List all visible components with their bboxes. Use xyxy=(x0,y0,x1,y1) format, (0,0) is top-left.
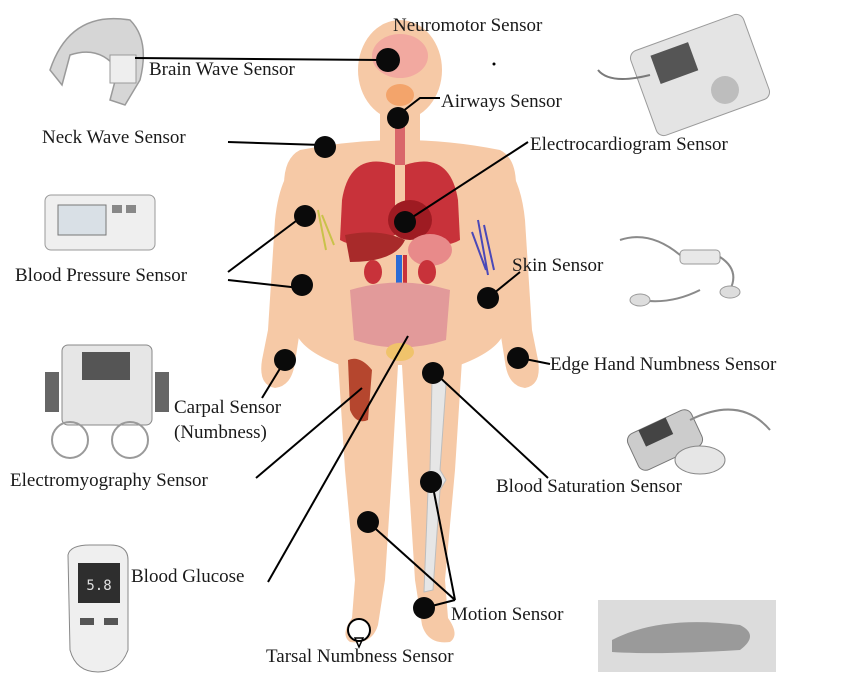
label-airways-sensor: Airways Sensor xyxy=(441,91,562,112)
ecg-monitor-device xyxy=(597,13,771,137)
label-tarsal-numbness-sensor: Tarsal Numbness Sensor xyxy=(266,646,454,667)
leader-ecg xyxy=(404,141,529,223)
motion-band-device xyxy=(598,600,776,672)
stomach xyxy=(408,234,452,266)
left-kidney xyxy=(364,260,382,284)
label-skin-sensor: Skin Sensor xyxy=(512,255,604,276)
leader-emg xyxy=(255,387,363,479)
leader-blood-saturation xyxy=(433,371,549,479)
leader-bp-lower xyxy=(227,279,301,289)
sensor-dot-skin xyxy=(477,287,499,309)
aorta xyxy=(396,255,402,305)
leader-brain-wave xyxy=(134,57,389,61)
sensor-dots xyxy=(274,48,529,649)
label-carpal-sensor-line1: Carpal Sensor xyxy=(174,397,282,418)
sensor-dot-neck xyxy=(314,136,336,158)
label-carpal-sensor-line2: (Numbness) xyxy=(174,422,267,443)
label-blood-glucose: Blood Glucose xyxy=(131,566,245,587)
pulse-oximeter-device xyxy=(626,408,771,475)
sensor-dot-carpal xyxy=(274,349,296,371)
airway xyxy=(386,84,414,106)
skin-sensor-device xyxy=(619,236,741,307)
liver xyxy=(345,232,405,262)
leader-motion-b xyxy=(431,481,456,601)
sensor-dot-bp-upper xyxy=(294,205,316,227)
label-brain-wave-sensor: Brain Wave Sensor xyxy=(149,59,295,80)
label-blood-pressure-sensor: Blood Pressure Sensor xyxy=(15,265,188,286)
sensor-dot-motion-knee xyxy=(420,471,442,493)
vena xyxy=(403,255,407,305)
leader-airways xyxy=(397,97,440,116)
arm-vessels xyxy=(471,219,495,276)
right-arm xyxy=(488,155,539,388)
intestines xyxy=(350,282,450,348)
trachea xyxy=(395,110,405,165)
glucose-meter-device: 5.8 xyxy=(67,544,129,673)
sensor-dot-bp-lower xyxy=(291,274,313,296)
arm-nerves xyxy=(317,209,335,251)
leader-motion-a xyxy=(367,521,456,601)
eeg-headset-device xyxy=(49,17,145,106)
sensor-dot-motion-ankle xyxy=(413,597,435,619)
label-electrocardiogram-sensor: Electrocardiogram Sensor xyxy=(530,134,728,155)
emg-device xyxy=(45,344,169,459)
label-neck-wave-sensor: Neck Wave Sensor xyxy=(42,127,186,148)
label-motion-sensor: Motion Sensor xyxy=(451,604,564,625)
label-neuromotor-sensor: Neuromotor Sensor xyxy=(393,15,543,36)
stray-dot xyxy=(492,62,496,66)
sensor-dot-brain xyxy=(376,48,400,72)
left-leg xyxy=(338,360,398,643)
leader-neck-wave xyxy=(227,141,323,146)
torso xyxy=(284,140,516,365)
sensor-dot-motion-shin xyxy=(357,511,379,533)
sensor-dot-ecg xyxy=(394,211,416,233)
label-blood-saturation-sensor: Blood Saturation Sensor xyxy=(496,476,682,497)
right-kidney xyxy=(418,260,436,284)
leader-glucose xyxy=(267,335,409,583)
label-electromyography-sensor: Electromyography Sensor xyxy=(10,470,208,491)
glucose-reading: 5.8 xyxy=(86,578,111,594)
sensor-dot-edge-hand xyxy=(507,347,529,369)
blood-pressure-monitor-device xyxy=(44,194,156,251)
sensor-dot-airways xyxy=(387,107,409,129)
sensor-ring-tarsal xyxy=(347,618,371,642)
left-lung xyxy=(340,161,395,245)
tarsal-arrow-icon xyxy=(353,637,365,649)
sensor-dot-blood-saturation xyxy=(422,362,444,384)
leader-bp-upper xyxy=(227,217,301,273)
label-edge-hand-numbness-sensor: Edge Hand Numbness Sensor xyxy=(550,354,777,375)
leader-lines xyxy=(134,57,551,609)
